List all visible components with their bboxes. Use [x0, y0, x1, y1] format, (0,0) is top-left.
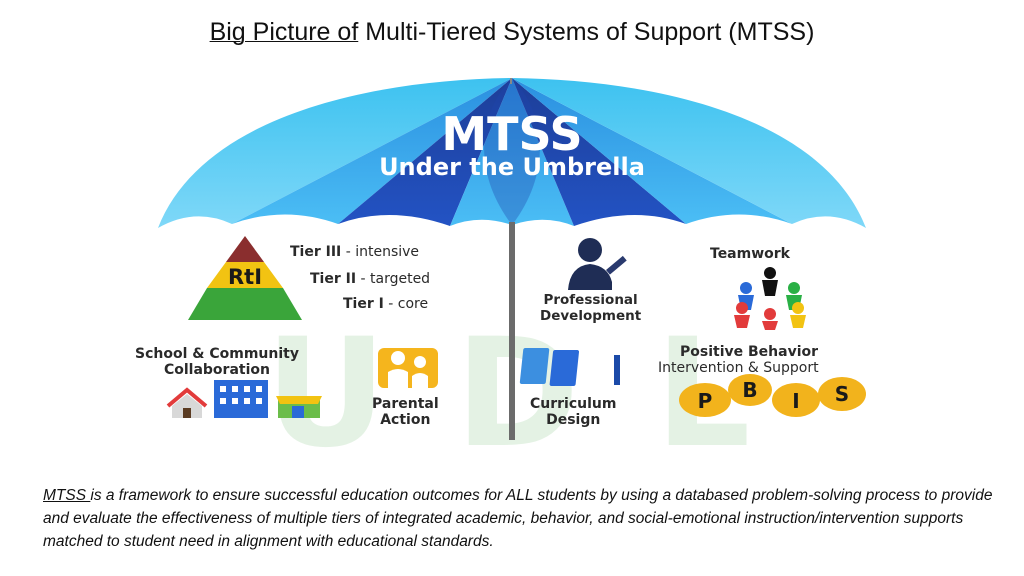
- umbrella-canopy: [158, 78, 866, 228]
- teamwork-label: Teamwork: [710, 246, 790, 262]
- tier-2-desc: - targeted: [356, 271, 431, 287]
- pbis-letter-i: I: [792, 389, 799, 413]
- umbrella-heading: MTSS: [441, 107, 582, 161]
- tier-2-name: Tier II: [310, 271, 357, 287]
- title-part1: Big Picture of: [209, 18, 359, 46]
- person-writing-icon: [568, 238, 627, 290]
- tier-2-label: Tier II - targeted: [310, 271, 430, 287]
- umbrella-shaft: [509, 222, 515, 440]
- teamwork-icon: [734, 267, 806, 330]
- tier-1-name: Tier I: [343, 296, 384, 312]
- definition-lead: MTSS: [43, 487, 91, 504]
- rti-pyramid: RtI: [160, 236, 330, 320]
- watermark-letter-u: U: [265, 307, 387, 470]
- definition-text: is a framework to ensure successful educ…: [43, 487, 993, 550]
- pbis-letter-s: S: [835, 382, 849, 406]
- school-community-label: School & Community Collaboration: [135, 346, 299, 378]
- pbis-badges: P B I S: [679, 374, 866, 417]
- rti-label: RtI: [228, 265, 262, 289]
- tier-1-desc: - core: [383, 296, 429, 312]
- pbis-letter-b: B: [742, 378, 757, 402]
- umbrella-subheading: Under the Umbrella: [379, 153, 645, 181]
- curriculum-design-label: Curriculum Design: [530, 396, 617, 428]
- pbis-letter-p: P: [698, 389, 713, 413]
- parental-action-label: Parental Action: [372, 396, 439, 428]
- tier-3-label: Tier III - intensive: [290, 244, 419, 260]
- title-part2: Multi-Tiered Systems of Support (MTSS): [365, 18, 815, 46]
- professional-development-label: Professional Development: [540, 292, 642, 324]
- mtss-definition: MTSS is a framework to ensure successful…: [43, 484, 993, 553]
- community-buildings-icon: [166, 380, 322, 418]
- watermark-letter-d: D: [455, 307, 580, 470]
- parent-child-icon: [378, 348, 438, 388]
- tier-1-label: Tier I - core: [343, 296, 428, 312]
- pbis-subtitle: Intervention & Support: [658, 360, 819, 376]
- slide-title: Big Picture of Multi-Tiered Systems of S…: [0, 18, 1024, 47]
- books-icon: [519, 348, 620, 386]
- tier-3-desc: - intensive: [341, 244, 420, 260]
- pbis-title: Positive Behavior: [680, 344, 819, 360]
- mtss-umbrella-diagram: U D L MTSS Under the Umbrella RtI: [158, 78, 866, 470]
- udl-watermark: U D L: [265, 307, 751, 470]
- tier-3-name: Tier III: [290, 244, 342, 260]
